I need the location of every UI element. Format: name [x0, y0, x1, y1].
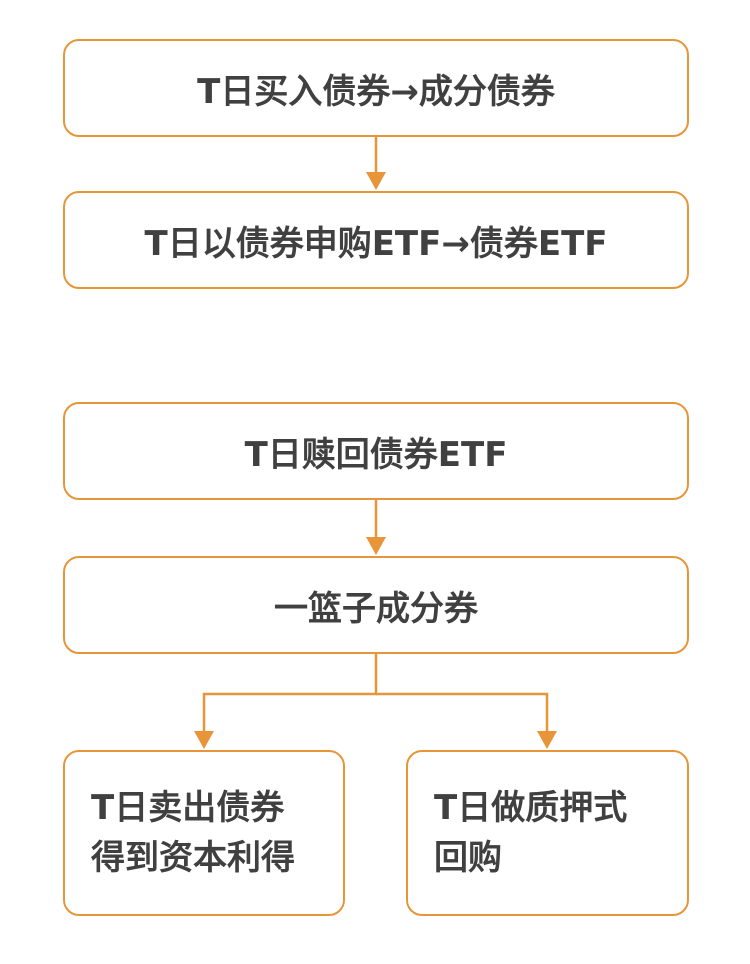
arrowhead-subscribe: [366, 172, 386, 190]
node-repo-line-1: T日做质押式: [434, 788, 628, 828]
node-basket: 一篮子成分券: [63, 556, 689, 654]
node-basket-label: 一篮子成分券: [274, 588, 478, 629]
arrowhead-basket: [366, 537, 386, 555]
node-repo-line-2: 回购: [434, 838, 502, 878]
node-subscribe-etf: T日以债券申购ETF→债券ETF: [63, 191, 689, 289]
node-buy-bonds-label: T日买入债券→成分债券: [197, 71, 555, 112]
edge-basket-branch: [202, 654, 378, 732]
node-sell-bonds-line-1: T日卖出债券: [91, 788, 285, 828]
arrowhead-sell: [194, 731, 214, 749]
node-redeem-etf-label: T日赎回债券ETF: [244, 434, 508, 475]
node-redeem-etf: T日赎回债券ETF: [63, 402, 689, 500]
edge-basket-branch-right: [376, 692, 549, 732]
node-sell-bonds: T日卖出债券 得到资本利得: [63, 750, 345, 916]
node-buy-bonds: T日买入债券→成分债券: [63, 39, 689, 137]
arrowhead-repo: [537, 731, 557, 749]
node-sell-bonds-line-2: 得到资本利得: [91, 838, 295, 878]
node-repo: T日做质押式 回购: [406, 750, 689, 916]
node-subscribe-etf-label: T日以债券申购ETF→债券ETF: [144, 223, 608, 264]
